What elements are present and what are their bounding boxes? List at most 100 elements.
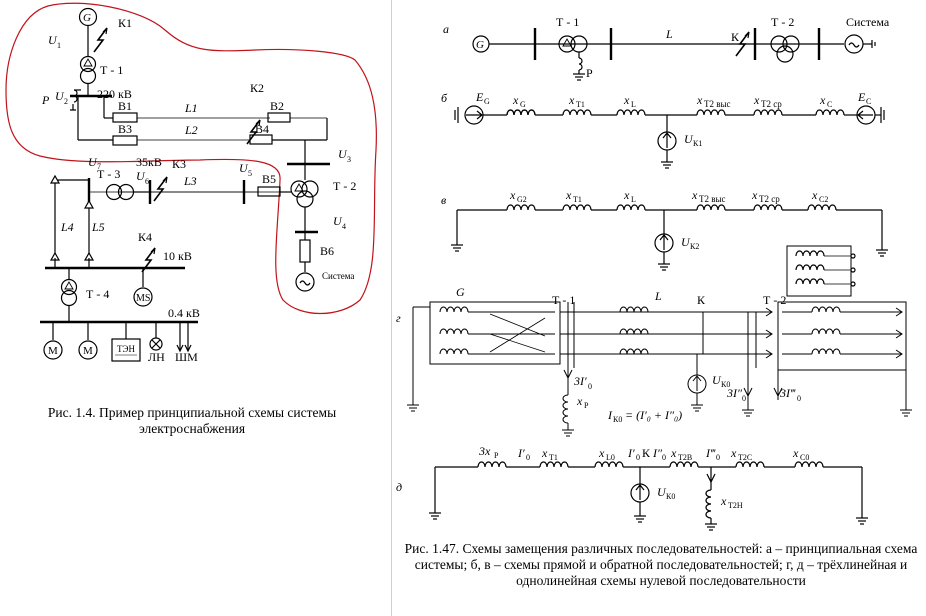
- label-ln: ЛН: [148, 350, 165, 364]
- label-220kv: 220 кВ: [97, 87, 132, 101]
- d-label-i0ppp: I‴: [705, 446, 716, 460]
- label-b6: В6: [320, 244, 334, 258]
- label-m1: M: [48, 345, 58, 357]
- label-ten: ТЭН: [117, 344, 135, 354]
- v-letter: в: [441, 193, 446, 207]
- label-m2: M: [83, 345, 93, 357]
- a-transformer-t1: [558, 35, 576, 53]
- g-label-i0ppp-sub: 0: [797, 394, 801, 403]
- breaker-b3: [112, 135, 138, 146]
- b-label-xt1-sub: Т1: [576, 100, 585, 109]
- d-label-xt2c-sub: Т2С: [738, 453, 752, 462]
- a-label-k: К: [731, 30, 740, 44]
- d-label-k: К: [642, 446, 651, 460]
- label-t4: Т - 4: [86, 287, 109, 301]
- label-u6: U: [136, 169, 146, 183]
- transformer-t2-symbol: [290, 180, 308, 198]
- label-b1: В1: [118, 99, 132, 113]
- label-04kv: 0.4 кВ: [168, 306, 200, 320]
- breaker-b2: [267, 112, 291, 123]
- d-letter: д: [396, 480, 402, 494]
- label-l4: L4: [60, 220, 74, 234]
- motor-m2: [78, 340, 98, 360]
- a-letter: а: [443, 22, 449, 36]
- transformer-t3-symbol: [105, 183, 123, 201]
- v-label-xc2-sub: С2: [819, 195, 828, 204]
- d-label-uk: U: [657, 485, 667, 499]
- g-label-i0pp: 3I″: [726, 386, 743, 400]
- breaker-b5: [257, 186, 281, 197]
- label-b4: В4: [255, 122, 269, 136]
- label-system: Система: [322, 271, 354, 281]
- label-l2: L2: [184, 123, 198, 137]
- d-label-xt2h: x: [720, 494, 727, 508]
- d-label-xl0-sub: L0: [606, 453, 615, 462]
- label-t2: Т - 2: [333, 179, 356, 193]
- g-label-g: G: [456, 285, 465, 299]
- d-label-xc0-sub: С0: [800, 453, 809, 462]
- g-label-xp-sub: Р: [584, 401, 589, 410]
- g-three-line-scheme: [406, 301, 913, 437]
- label-u1-sub: 1: [57, 41, 61, 50]
- v-label-xt1-sub: Т1: [573, 195, 582, 204]
- g-label-i0pp-sub: 0: [742, 394, 746, 403]
- v-label-xt2s: x: [751, 188, 758, 202]
- label-l1: L1: [184, 101, 198, 115]
- v-label-xt2v: x: [691, 188, 698, 202]
- d-label-xt2b: x: [670, 446, 677, 460]
- b-label-xt2v: x: [696, 93, 703, 107]
- g-label-ik-sub: К0: [613, 415, 622, 424]
- panel-divider: [391, 0, 392, 616]
- b-label-uk: U: [684, 132, 694, 146]
- left-schematic: [5, 2, 377, 362]
- d-label-xp-sub: Р: [494, 451, 499, 460]
- figure-caption-left: Рис. 1.4. Пример принципиальной схемы си…: [47, 405, 337, 436]
- d-label-i0: I′: [517, 446, 525, 460]
- g-label-i0: 3I′: [573, 374, 587, 388]
- b-label-ec: E: [857, 90, 866, 104]
- label-shm: ШМ: [175, 350, 198, 364]
- v-label-xl: x: [623, 188, 630, 202]
- b-label-ec-sub: С: [866, 97, 871, 106]
- breaker-b1: [112, 112, 138, 123]
- v-label-uk-sub: К2: [690, 242, 699, 251]
- v-label-xg2-sub: G2: [517, 195, 527, 204]
- b-label-xl-sub: L: [631, 100, 636, 109]
- d-label-xt1-sub: Т1: [549, 453, 558, 462]
- a-label-t2: Т - 2: [771, 15, 794, 29]
- label-u4: U: [333, 214, 343, 228]
- d-label-i0ppp-sub: 0: [716, 453, 720, 462]
- label-u3: U: [338, 147, 348, 161]
- label-u5-sub: 5: [248, 169, 252, 178]
- label-g: G: [83, 12, 91, 24]
- d-label-xt2c: x: [730, 446, 737, 460]
- v-label-xc2: x: [811, 188, 818, 202]
- transformer-t1-symbol: [79, 55, 97, 73]
- g-label-uk-sub: К0: [721, 380, 730, 389]
- b-label-uk-sub: К1: [693, 139, 702, 148]
- label-t1: Т - 1: [100, 63, 123, 77]
- a-label-t1: Т - 1: [556, 15, 579, 29]
- g-label-l: L: [654, 289, 662, 303]
- right-schematics: [406, 28, 913, 531]
- d-label-i0pp-sub: 0: [662, 453, 666, 462]
- label-l3: L3: [183, 174, 197, 188]
- d-label-xt2h-sub: Т2Н: [728, 501, 743, 510]
- d-label-i0b: I′: [627, 446, 635, 460]
- b-label-xl: x: [623, 93, 630, 107]
- label-u5: U: [239, 161, 249, 175]
- system-source-symbol: [295, 272, 315, 292]
- label-35kv: 35кВ: [136, 155, 162, 169]
- g-label-ik: I: [607, 408, 613, 422]
- v-label-xt2s-sub: Т2 ср: [759, 194, 780, 204]
- b-label-xc: x: [819, 93, 826, 107]
- label-u7-sub: 7: [97, 162, 101, 171]
- label-u3-sub: 3: [347, 155, 351, 164]
- label-u1: U: [48, 33, 58, 47]
- v-label-xt1: x: [565, 188, 572, 202]
- g-label-uk: U: [712, 373, 722, 387]
- d-label-i0pp: I″: [652, 446, 663, 460]
- v-label-uk: U: [681, 235, 691, 249]
- d-label-uk-sub: К0: [666, 492, 675, 501]
- a-label-l: L: [665, 27, 673, 41]
